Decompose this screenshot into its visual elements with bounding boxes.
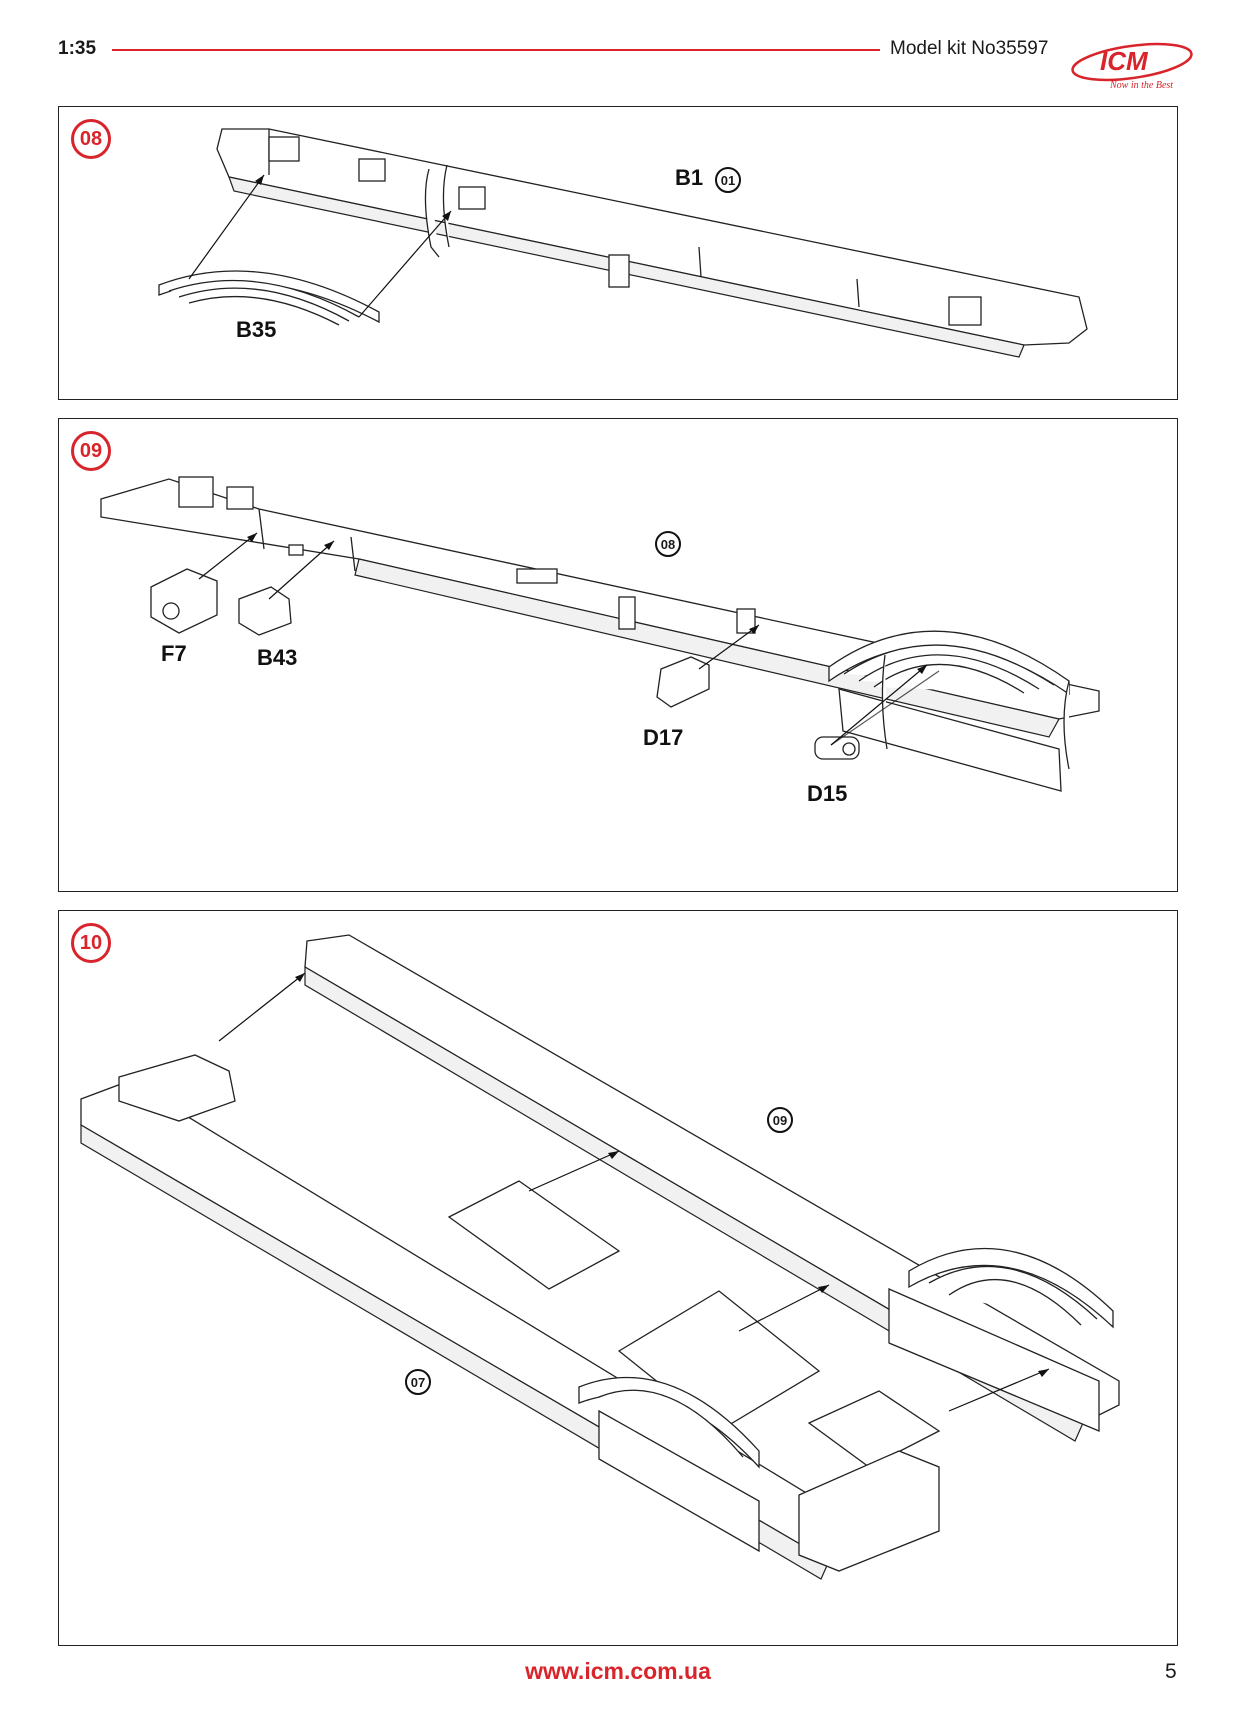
step-10-panel: 10 09 07 [58,910,1178,1646]
svg-text:ICM: ICM [1100,46,1149,76]
part-label-b43: B43 [257,645,298,670]
step-08-illustration [158,128,1088,358]
svg-text:Now in the Best: Now in the Best [1109,80,1173,91]
part-label-f7: F7 [161,641,187,666]
step-number-09: 09 [71,431,111,471]
page-number: 5 [1165,1660,1177,1683]
kit-number: Model kit No35597 [890,38,1049,59]
ref-circle-07: 07 [405,1369,431,1395]
step-10-illustration [80,934,1120,1580]
part-label-b1: B1 [675,165,704,190]
step-number-10: 10 [71,923,111,963]
part-label-d15: D15 [807,781,848,806]
icm-logo: ICM Now in the Best [1071,42,1193,91]
footer-url: www.icm.com.ua [525,1658,711,1684]
part-label-b35: B35 [236,317,277,342]
header-rule [112,49,880,51]
ref-circle-09: 09 [767,1107,793,1133]
step-08-panel: 08 B1 01 B35 [58,106,1178,400]
step-number-08: 08 [71,119,111,159]
step-09-illustration [100,476,1100,792]
part-label-d17: D17 [643,725,684,750]
scale-label: 1:35 [58,38,97,59]
step-09-panel: 09 08 F7 B43 D17 D15 [58,418,1178,892]
ref-circle-01: 01 [715,167,741,193]
ref-circle-08: 08 [655,531,681,557]
